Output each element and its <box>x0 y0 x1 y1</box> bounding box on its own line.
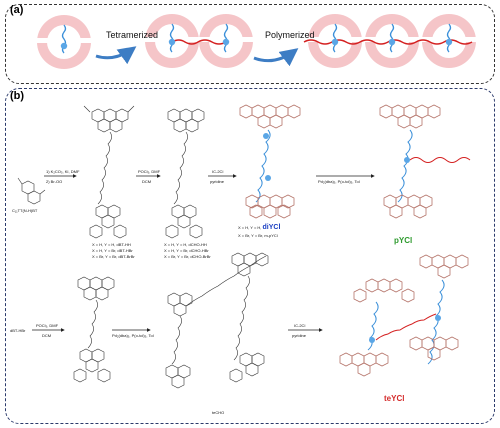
tetramerize-arrow <box>95 46 137 65</box>
diycl-prefix: X = H, Y = H, <box>238 225 263 230</box>
teycl-molecule <box>339 254 469 377</box>
start-compound-label: C₁₁TT(N-H)BT <box>12 208 38 213</box>
dbt-line-2: X = H, Y = Br, dBT-HBr <box>92 248 133 253</box>
techo-label: teCHO <box>212 410 225 415</box>
arrow4-reagent: Pd₂(dba)₃, P(o-tol)₃, Tol <box>318 179 360 184</box>
arrow7-top-reagent: IC-2Cl <box>294 323 306 328</box>
arrow6-reagent: Pd₂(dba)₃, P(o-tol)₃, Tol <box>112 333 154 338</box>
dbt-line-3: X = Br, Y = Br, dBT-BrBr <box>92 254 135 259</box>
diycl-name: diYCl <box>262 224 281 231</box>
polymerized-label: Polymerized <box>265 30 315 40</box>
panel-a-label: (a) <box>10 4 24 16</box>
arrow5-bottom-reagent: DCM <box>42 333 52 338</box>
dbt-line-1: X = H, Y = H, dBT-HH <box>92 242 131 247</box>
step2-reagent: 2) Br-OO <box>46 179 63 184</box>
dbt-molecule <box>83 105 135 239</box>
teycl-label: teYCl <box>384 394 405 403</box>
step1-reagent: 1) K₂CO₃, KI, DMF <box>46 169 80 174</box>
arrow7-bottom-reagent: pyridine <box>292 333 307 338</box>
dcho-molecule <box>165 108 205 239</box>
bottom-monomer-molecule <box>73 276 115 383</box>
pycl-molecule <box>379 104 471 219</box>
panel-a-frame <box>5 4 495 84</box>
panel-b-frame <box>5 88 495 424</box>
arrow2-top-reagent: POCl₃, DMF <box>138 169 161 174</box>
polymerize-arrow <box>253 48 299 67</box>
arrow3-bottom-reagent: pyridine <box>210 179 225 184</box>
monomer-ring <box>35 15 93 69</box>
pycl-label: pYCl <box>394 236 413 245</box>
polymer-rings <box>303 14 480 68</box>
dcho-line-1: X = H, Y = H, dCHO-HH <box>164 242 207 247</box>
panel-b-label: (b) <box>10 90 25 102</box>
arrow3-top-reagent: IC-2Cl <box>212 169 224 174</box>
diycl-molecule <box>239 104 301 219</box>
techo-molecule <box>165 252 269 389</box>
diycl-line-2: X = Br, Y = Br, m-pYCl <box>238 233 278 238</box>
start-molecule <box>17 177 46 205</box>
dimer-rings <box>142 14 257 68</box>
tetramerized-label: Tetramerized <box>106 30 159 40</box>
arrow5-top-reagent: POCl₃, DMF <box>36 323 59 328</box>
arrow2-bottom-reagent: DCM <box>142 179 152 184</box>
dcho-line-3: X = Br, Y = Br, dCHO-BrBr <box>164 254 211 259</box>
bottom-start-label: dBT-HBr <box>10 328 26 333</box>
diycl-line-1: X = H, Y = H, diYCl <box>238 224 280 231</box>
dcho-line-2: X = H, Y = Br, dCHO-HBr <box>164 248 209 253</box>
